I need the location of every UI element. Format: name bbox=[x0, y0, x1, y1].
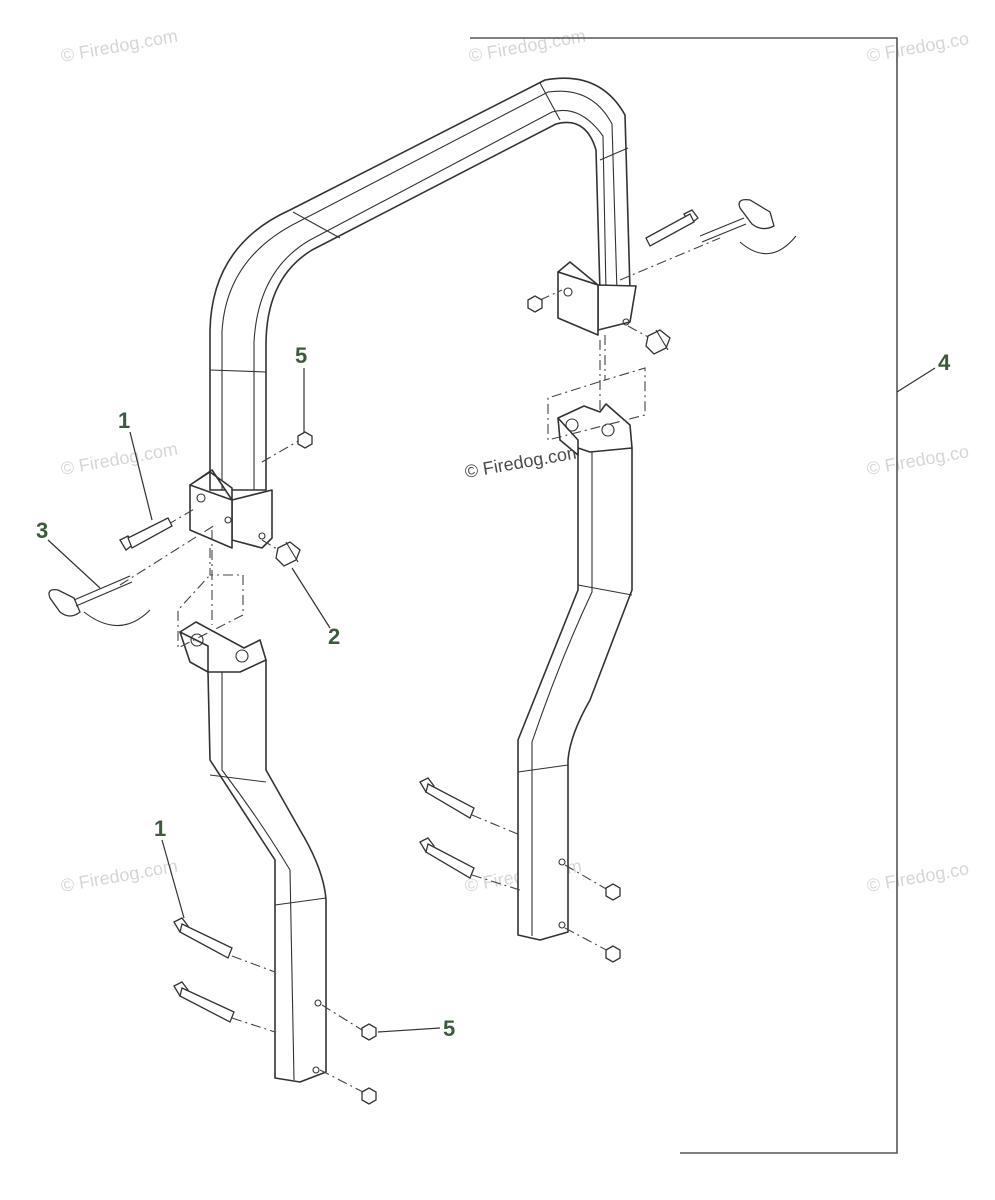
callout-1-lower: 1 bbox=[154, 816, 166, 841]
callout-5-upper: 5 bbox=[295, 343, 307, 368]
nut-upper-left bbox=[297, 431, 313, 449]
bolt-lower-right-2 bbox=[419, 837, 475, 879]
nut-lower-left-2 bbox=[361, 1087, 377, 1105]
callout-4: 4 bbox=[938, 350, 951, 375]
knobs bbox=[275, 329, 671, 567]
bolt-lower-left-2 bbox=[173, 981, 235, 1023]
assembly-bracket bbox=[470, 37, 936, 1154]
knob-right bbox=[645, 329, 671, 355]
watermark-1: © Firedog.com bbox=[59, 26, 179, 66]
watermark-9: © Firedog.co bbox=[865, 858, 970, 896]
nut-lower-right-2 bbox=[605, 945, 621, 963]
assembly-lines bbox=[119, 217, 721, 1094]
pin-left bbox=[48, 575, 151, 626]
callout-leaders bbox=[47, 368, 441, 1033]
bolt-lower-right-1 bbox=[419, 777, 475, 819]
bolt-upper-left bbox=[119, 517, 173, 551]
bolts bbox=[119, 209, 699, 1023]
left-lower-post bbox=[179, 621, 327, 1083]
watermark-7: © Firedog.com bbox=[59, 856, 179, 896]
watermark-6: © Firedog.co bbox=[865, 441, 970, 479]
upper-roll-bar bbox=[189, 77, 637, 549]
pin-right bbox=[699, 199, 797, 255]
watermark-5: © Firedog.com bbox=[463, 442, 583, 482]
callout-2: 2 bbox=[328, 624, 340, 649]
bolt-lower-left-1 bbox=[173, 917, 233, 959]
bolt-upper-right bbox=[645, 209, 699, 247]
lynch-pins bbox=[48, 199, 797, 626]
nuts bbox=[297, 295, 621, 1105]
watermark-3: © Firedog.co bbox=[865, 28, 970, 66]
watermark-4: © Firedog.com bbox=[59, 439, 179, 479]
callout-5-lower: 5 bbox=[443, 1016, 455, 1041]
knob-left bbox=[275, 541, 301, 567]
nut-lower-right-1 bbox=[605, 883, 621, 901]
callout-3: 3 bbox=[36, 518, 48, 543]
callouts: 1 5 3 2 4 1 5 bbox=[36, 343, 951, 1041]
watermarks: © Firedog.com © Firedog.com © Firedog.co… bbox=[59, 26, 970, 896]
watermark-2: © Firedog.com bbox=[467, 26, 587, 66]
nut-lower-left-1 bbox=[361, 1023, 377, 1041]
nut-upper-right bbox=[527, 295, 543, 313]
callout-1-upper: 1 bbox=[118, 408, 130, 433]
